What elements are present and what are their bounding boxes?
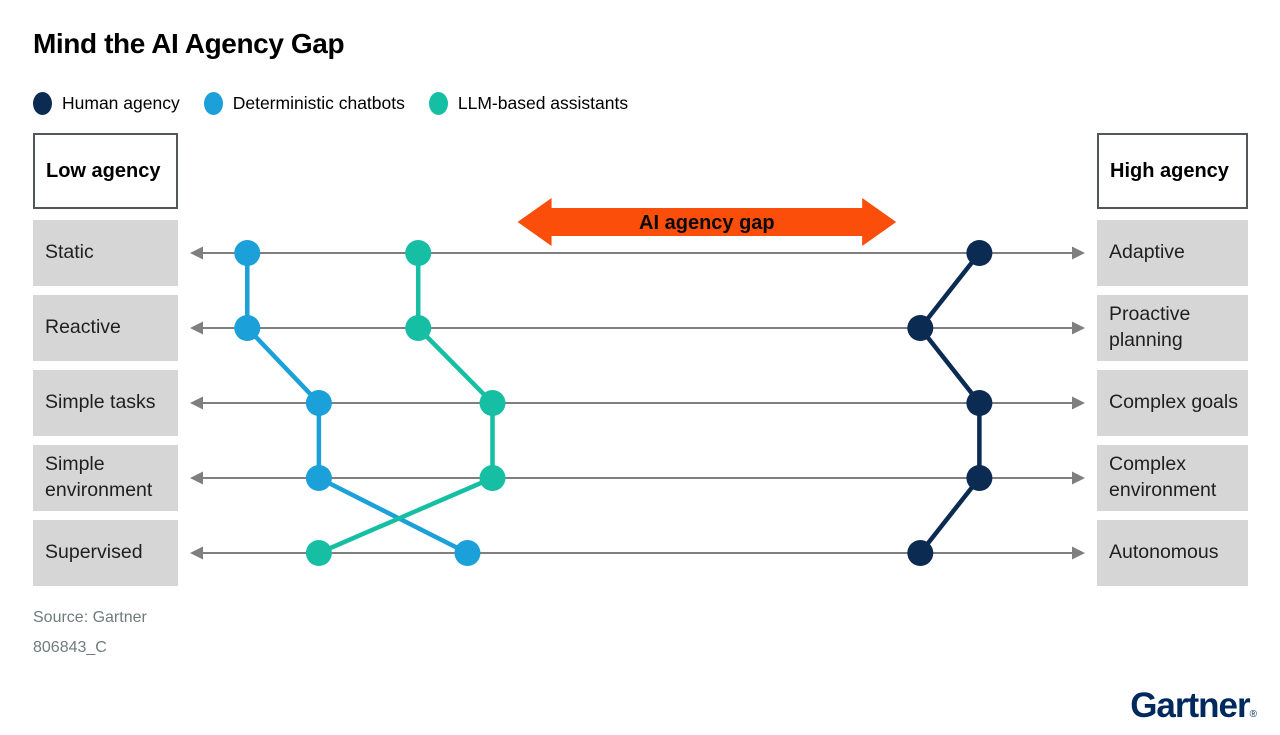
axis-arrow-left-icon-1 [190, 321, 203, 335]
row-label-static: Static [33, 220, 178, 286]
high-agency-header-label: High agency [1110, 159, 1229, 182]
high-agency-header: High agency [1097, 133, 1248, 209]
legend-item-llm-based-assistants: LLM-based assistants [428, 92, 629, 115]
gartner-logo: Gartner® [1130, 686, 1257, 726]
row-label-reactive: Reactive [33, 295, 178, 361]
series-dot-human-agency-0 [966, 240, 993, 266]
axis-arrow-left-icon-0 [190, 246, 203, 260]
ai-agency-gap-arrow-icon [517, 198, 897, 246]
source-note: Source: Gartner [33, 609, 147, 626]
axis-arrow-right-icon-1 [1072, 321, 1085, 335]
series-dot-deterministic-chatbots-4 [454, 540, 481, 566]
low-agency-header-label: Low agency [46, 159, 161, 182]
series-dot-human-agency-3 [966, 465, 993, 491]
legend: Human agency Deterministic chatbots LLM-… [33, 92, 628, 115]
legend-label: Human agency [62, 93, 180, 113]
axis-arrow-left-icon-2 [190, 396, 203, 410]
series-dot-llm-based-assistants-4 [305, 540, 332, 566]
legend-dot-human-agency-icon [33, 92, 52, 115]
figure-code: 806843_C [33, 639, 107, 656]
series-dot-llm-based-assistants-0 [405, 240, 432, 266]
series-dot-llm-based-assistants-1 [405, 315, 432, 341]
legend-label: LLM-based assistants [457, 93, 629, 113]
gartner-logo-text: Gartner [1130, 686, 1250, 725]
legend-label: Deterministic chatbots [232, 93, 405, 113]
row-label-complex-goals: Complex goals [1097, 370, 1248, 436]
axis-arrow-right-icon-4 [1072, 546, 1085, 560]
legend-item-deterministic-chatbots: Deterministic chatbots [203, 92, 405, 115]
row-label-simple-environment: Simple environment [33, 445, 178, 511]
series-dot-human-agency-1 [907, 315, 934, 341]
axis-arrow-left-icon-3 [190, 471, 203, 485]
legend-item-human-agency: Human agency [33, 92, 180, 115]
series-dot-deterministic-chatbots-2 [305, 390, 332, 416]
series-dot-deterministic-chatbots-3 [305, 465, 332, 491]
ai-agency-gap-label: AI agency gap [639, 212, 775, 234]
row-label-simple-tasks: Simple tasks [33, 370, 178, 436]
axis-arrow-right-icon-0 [1072, 246, 1085, 260]
low-agency-header: Low agency [33, 133, 178, 209]
page-title: Mind the AI Agency Gap [33, 28, 345, 59]
series-dot-human-agency-4 [907, 540, 934, 566]
series-dot-deterministic-chatbots-0 [234, 240, 261, 266]
series-dot-llm-based-assistants-3 [479, 465, 506, 491]
row-label-autonomous: Autonomous [1097, 520, 1248, 586]
row-label-proactive-planning: Proactive planning [1097, 295, 1248, 361]
legend-dot-deterministic-chatbots-icon [203, 92, 223, 115]
series-dot-llm-based-assistants-2 [479, 390, 506, 416]
row-label-supervised: Supervised [33, 520, 178, 586]
axis-arrow-right-icon-3 [1072, 471, 1085, 485]
row-label-adaptive: Adaptive [1097, 220, 1248, 286]
row-label-complex-environment: Complex environment [1097, 445, 1248, 511]
legend-dot-llm-based-assistants-icon [428, 92, 448, 115]
series-dot-deterministic-chatbots-1 [234, 315, 261, 341]
axis-arrow-left-icon-4 [190, 546, 203, 560]
registered-mark-icon: ® [1249, 709, 1257, 720]
axis-arrow-right-icon-2 [1072, 396, 1085, 410]
series-dot-human-agency-2 [966, 390, 993, 416]
